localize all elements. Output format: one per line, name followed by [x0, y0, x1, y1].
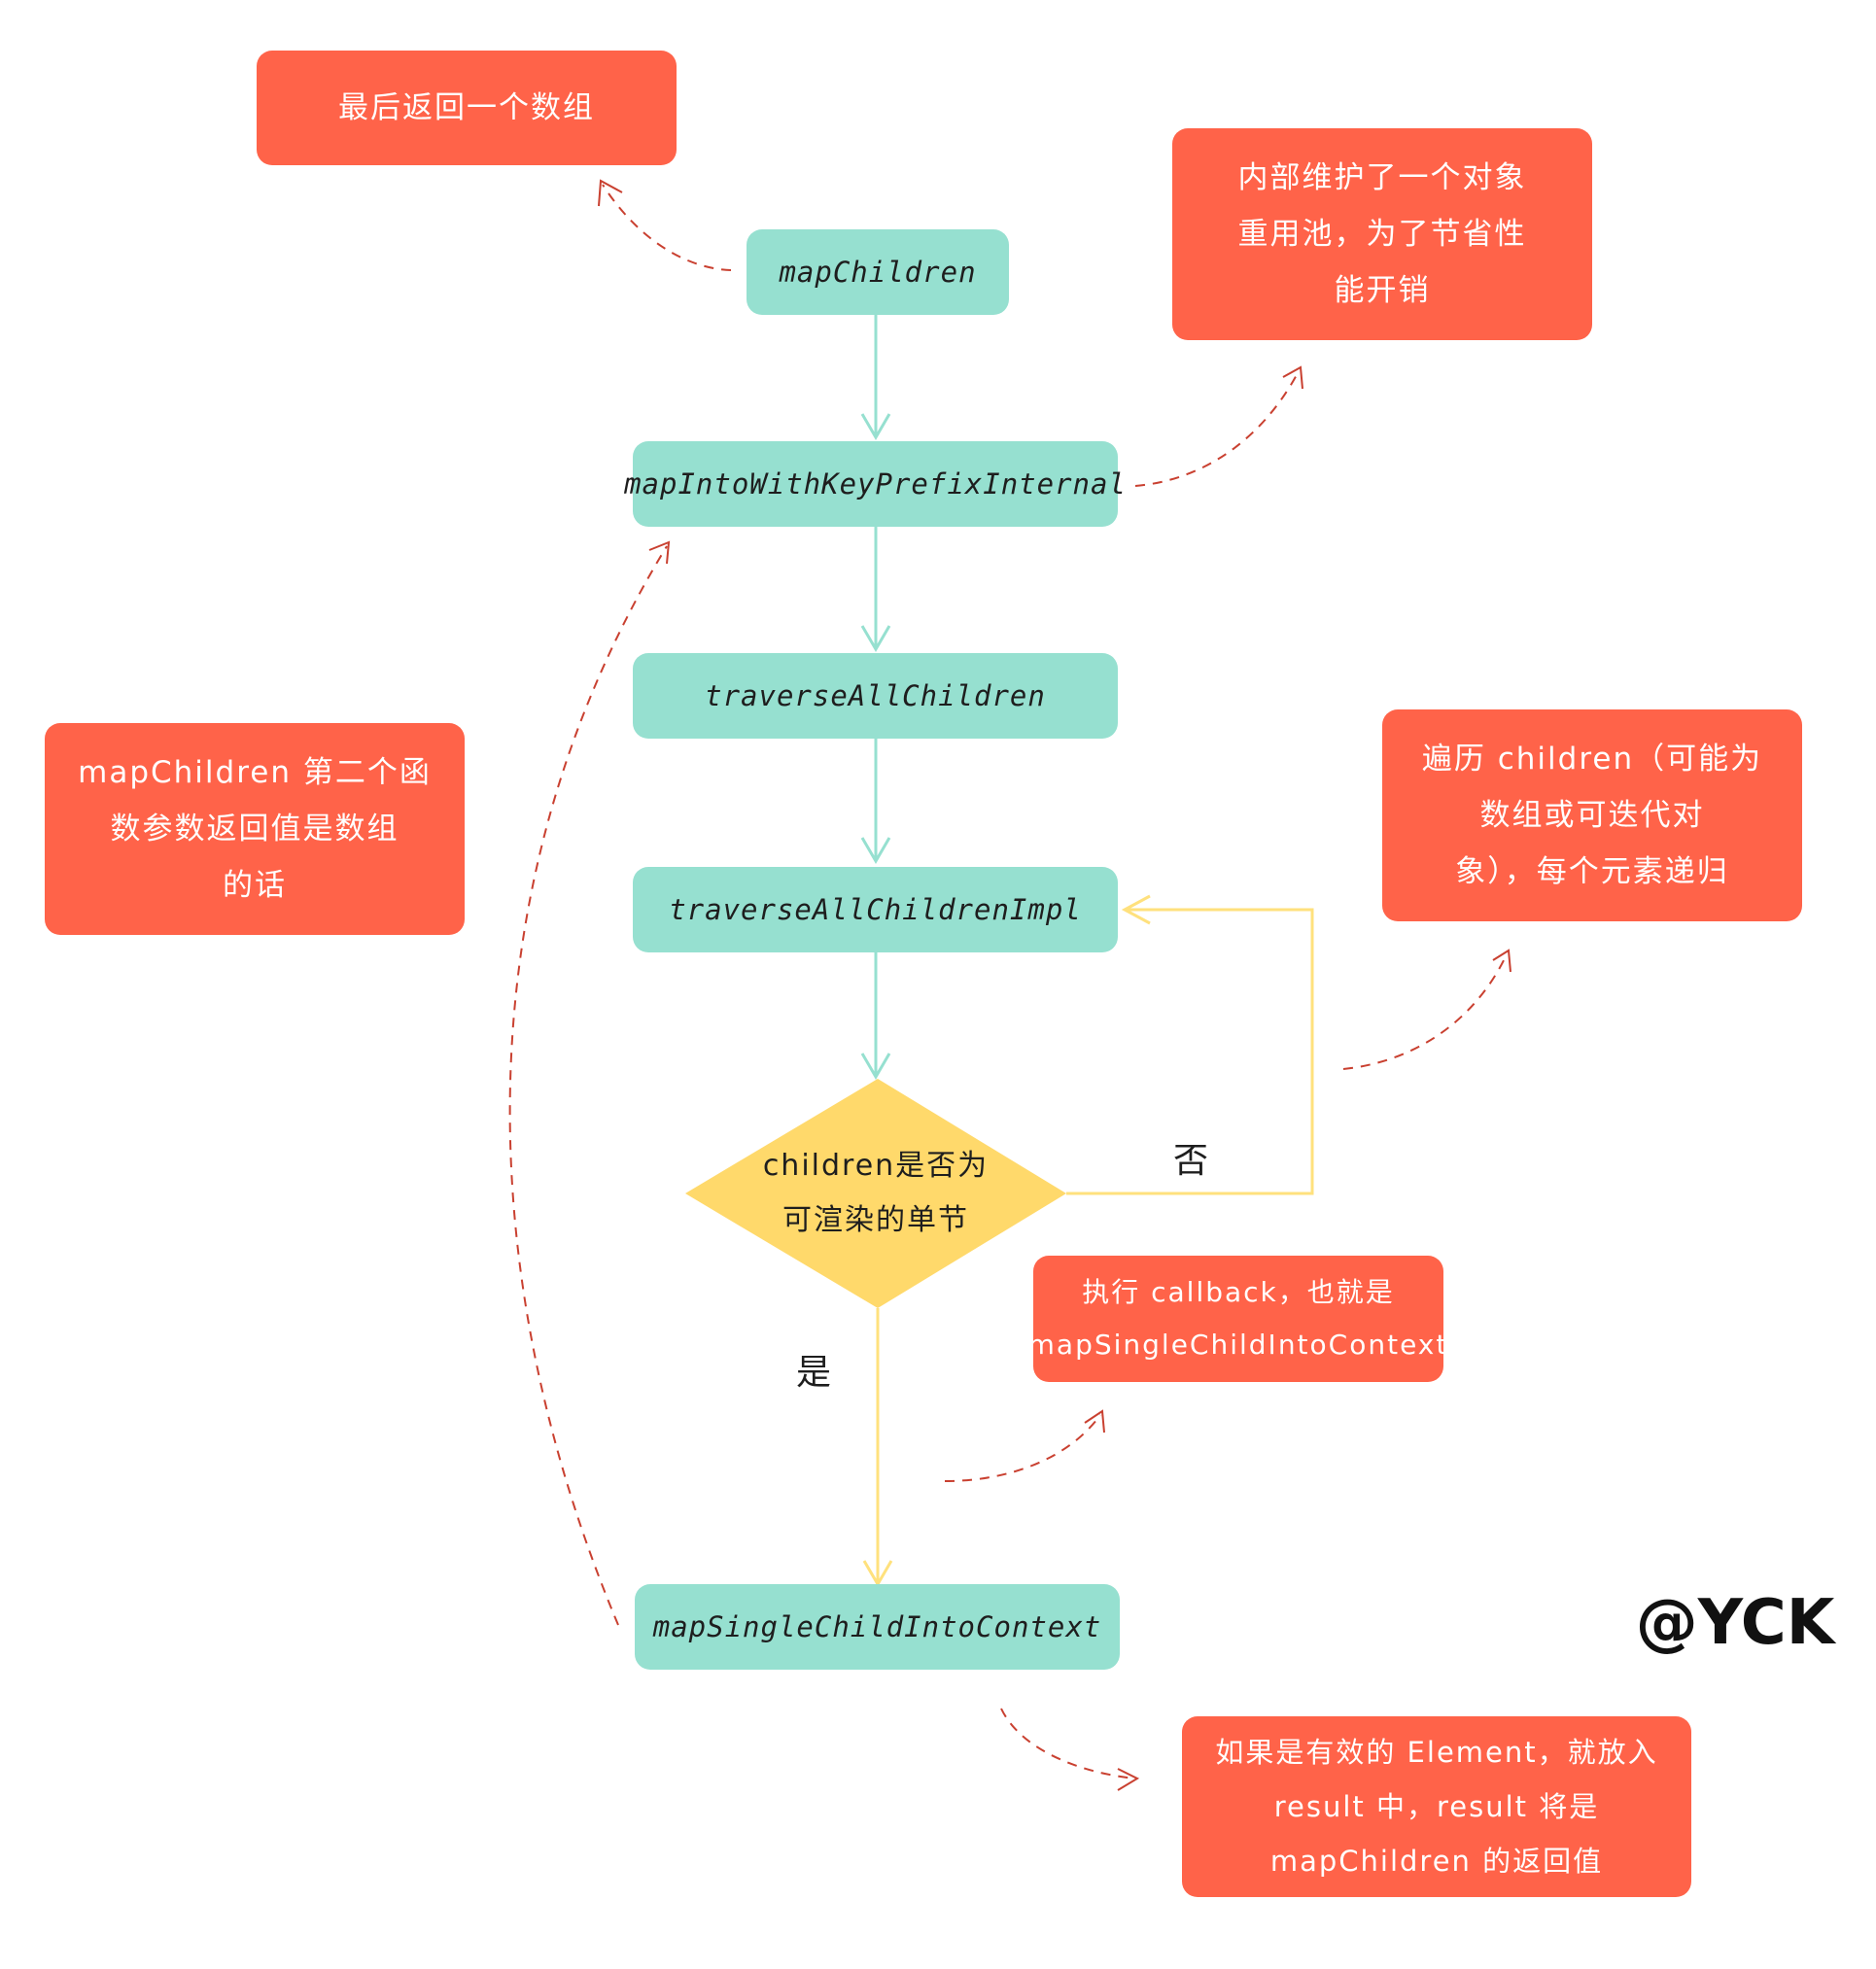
node-traverse-all-children-impl: traverseAllChildrenImpl	[633, 867, 1118, 952]
node-map-into-with-key-prefix-internal: mapIntoWithKeyPrefixInternal	[624, 441, 1126, 527]
dashed-arrow-recursion	[508, 545, 668, 1626]
dashed-arrow-callback	[944, 1414, 1101, 1482]
decision-line-2: 可渲染的单节	[782, 1203, 969, 1237]
dashed-arrow-result	[1000, 1708, 1136, 1779]
note-result-line-1: 如果是有效的 Element，就放入	[1215, 1736, 1658, 1769]
note-callback: 执行 callback，也就是 mapSingleChildIntoContex…	[1028, 1256, 1446, 1382]
dashed-arrowhead-recursion	[648, 540, 671, 565]
note-return-array: 最后返回一个数组	[257, 51, 677, 165]
dashed-arrow-object-pool	[1134, 370, 1300, 487]
dashed-arrow-traverse-children	[1342, 953, 1508, 1070]
note-object-pool: 内部维护了一个对象 重用池，为了节省性 能开销	[1172, 128, 1592, 340]
note-traverse-children-line-1: 遍历 children（可能为	[1421, 742, 1763, 777]
yes-label: 是	[795, 1353, 831, 1393]
dashed-arrowhead-return-array	[598, 179, 623, 207]
note-traverse-children-line-3: 象），每个元素递归	[1455, 854, 1729, 889]
arrowhead-decision	[860, 1053, 891, 1080]
note-second-param-line-2: 数参数返回值是数组	[110, 812, 400, 846]
arrowhead-traverse-impl	[860, 837, 891, 864]
dashed-arrowhead-callback	[1084, 1409, 1105, 1434]
no-label: 否	[1172, 1141, 1208, 1181]
note-second-param-line-1: mapChildren 第二个函	[78, 755, 432, 790]
no-branch-arrowhead	[1121, 894, 1151, 925]
node-map-single-child-into-context: mapSingleChildIntoContext	[635, 1584, 1120, 1670]
dashed-arrowhead-result	[1117, 1768, 1140, 1791]
arrowhead-traverse	[860, 625, 891, 652]
node-map-children: mapChildren	[747, 229, 1009, 315]
dashed-arrowhead-object-pool	[1282, 365, 1303, 390]
note-callback-line-1: 执行 callback，也就是	[1082, 1276, 1395, 1308]
dashed-arrowhead-traverse-children	[1492, 949, 1511, 973]
note-traverse-children-line-2: 数组或可迭代对	[1479, 798, 1705, 833]
note-second-param: mapChildren 第二个函 数参数返回值是数组 的话	[45, 723, 465, 935]
decision-line-1: children是否为	[762, 1149, 990, 1183]
note-result-line-3: mapChildren 的返回值	[1269, 1845, 1604, 1878]
node-traverse-all-children: traverseAllChildren	[633, 653, 1118, 739]
note-callback-line-2: mapSingleChildIntoContext	[1027, 1329, 1449, 1361]
note-result-line-2: result 中，result 将是	[1273, 1790, 1600, 1823]
decision-label: children是否为 可渲染的单节	[685, 1125, 1066, 1261]
no-branch-loop	[1066, 908, 1314, 1195]
decision-diamond	[685, 1079, 1066, 1308]
note-result: 如果是有效的 Element，就放入 result 中，result 将是 ma…	[1182, 1716, 1691, 1897]
note-second-param-line-3: 的话	[223, 868, 287, 903]
note-object-pool-line-3: 能开销	[1334, 273, 1431, 308]
watermark: @YCK	[1635, 1587, 1835, 1659]
dashed-arrow-return-array	[602, 184, 732, 271]
note-return-array-text: 最后返回一个数组	[338, 90, 595, 125]
note-object-pool-line-1: 内部维护了一个对象	[1237, 160, 1527, 195]
note-object-pool-line-2: 重用池，为了节省性	[1237, 217, 1527, 252]
note-traverse-children: 遍历 children（可能为 数组或可迭代对 象），每个元素递归	[1382, 709, 1802, 921]
arrowhead-map-into	[860, 413, 891, 440]
